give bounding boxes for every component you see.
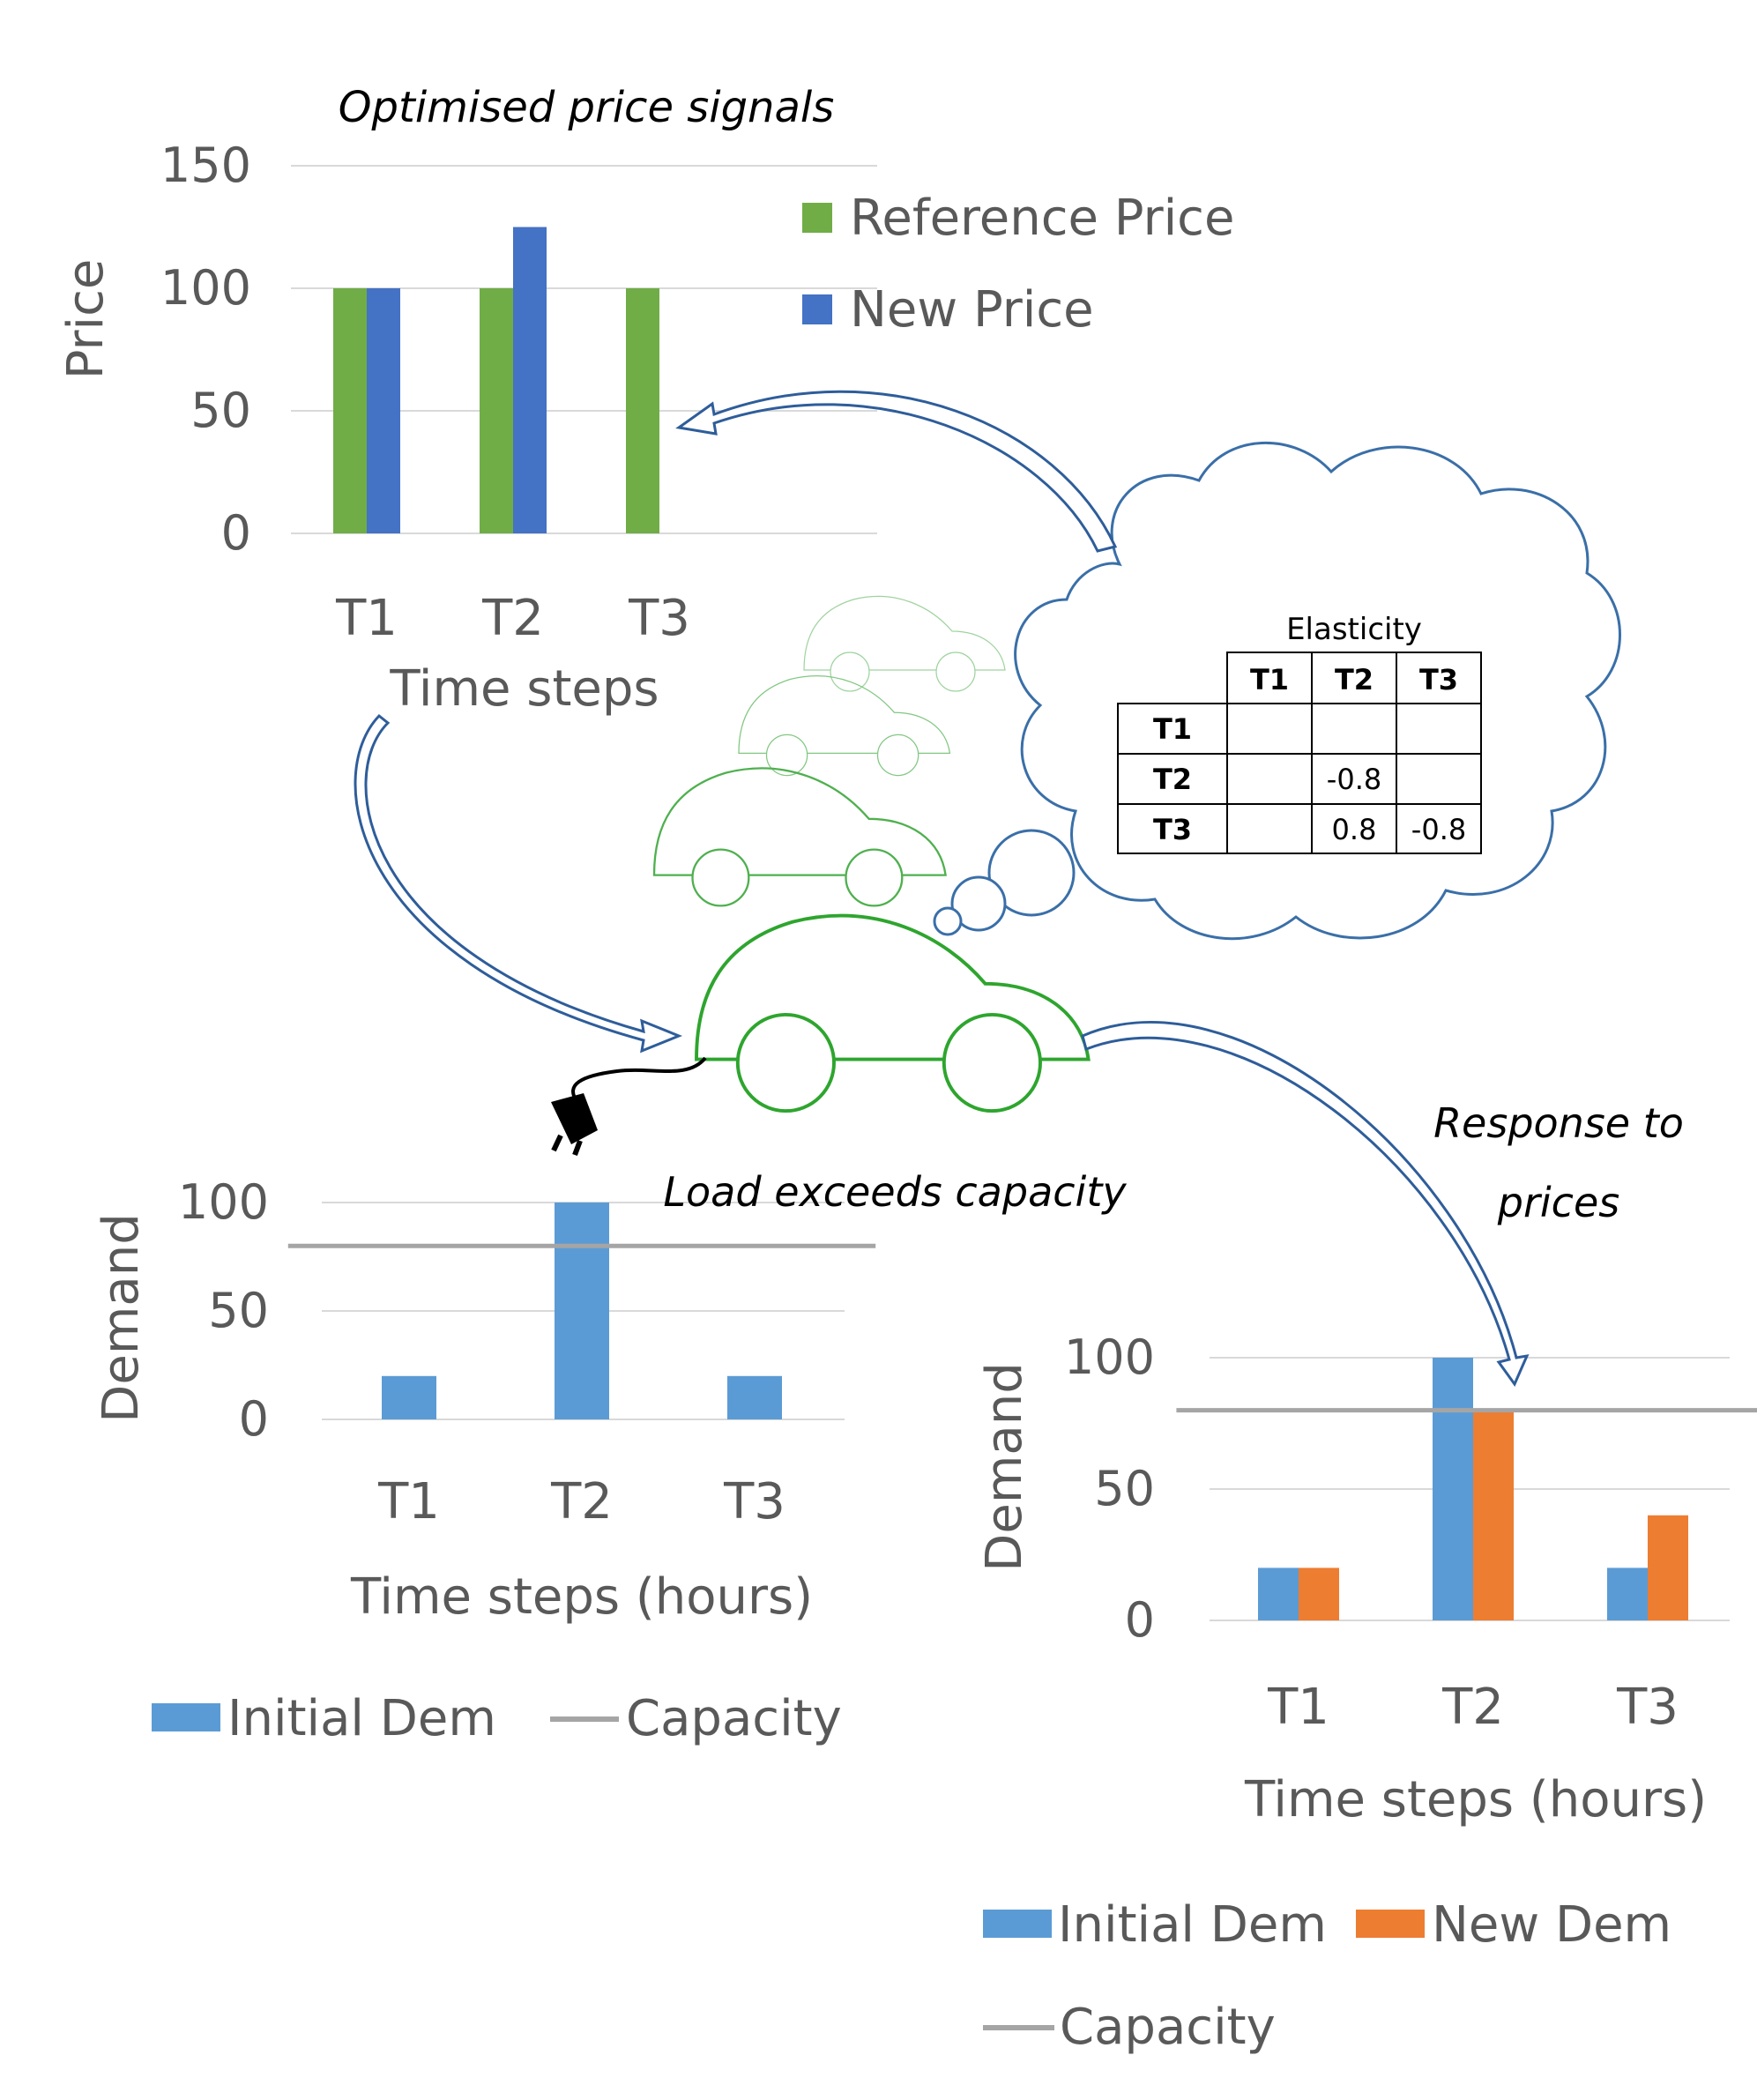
response-to-prices-annotation-line2: prices <box>1497 1179 1619 1226</box>
x-tick-label-t1: T1 <box>335 590 398 647</box>
y-tick-label-50: 50 <box>190 383 251 438</box>
y-tick-label-50: 50 <box>1094 1461 1155 1516</box>
bar-reference-price-t2 <box>480 288 513 533</box>
legend-label-new-price: New Price <box>850 281 1094 339</box>
elasticity-col-header-t3: T3 <box>1419 663 1458 696</box>
elasticity-row-header-t2: T2 <box>1153 763 1192 796</box>
elasticity-table: Elasticity T1 T2 T3 T1 T2 T3 -0.8 0.8 -0… <box>1117 612 1482 854</box>
initial-demand-chart-x-ticks: T1 T2 T3 <box>377 1473 785 1530</box>
x-tick-label-t2: T2 <box>1441 1679 1504 1736</box>
bar-initial-dem-t2 <box>1433 1358 1473 1620</box>
bar-initial-dem-t2 <box>555 1203 609 1419</box>
bar-new-dem-t3 <box>1648 1515 1688 1620</box>
y-tick-label-0: 0 <box>221 505 251 561</box>
legend-swatch-reference-price <box>802 203 832 233</box>
legend-swatch-initial-dem <box>152 1703 220 1731</box>
x-tick-label-t3: T3 <box>1616 1679 1679 1736</box>
initial-demand-chart-x-axis-label: Time steps (hours) <box>350 1568 813 1626</box>
y-tick-label-100: 100 <box>160 260 251 316</box>
price-chart-bars <box>333 227 659 533</box>
legend-label-capacity: Capacity <box>626 1690 842 1747</box>
car-icon <box>695 913 1091 1113</box>
load-exceeds-capacity-annotation: Load exceeds capacity <box>663 1168 1127 1216</box>
elasticity-col-header-t1: T1 <box>1250 663 1289 696</box>
price-chart-y-axis-label: Price <box>57 259 115 380</box>
price-chart-y-ticks: 0 50 100 150 <box>160 138 251 561</box>
x-tick-label-t3: T3 <box>723 1473 785 1530</box>
elasticity-row-header-t1: T1 <box>1153 712 1192 746</box>
car-icon-small-2 <box>738 675 951 777</box>
bar-initial-dem-t3 <box>727 1375 782 1419</box>
y-tick-label-100: 100 <box>178 1174 269 1230</box>
thought-cloud-icon <box>933 441 1621 941</box>
response-demand-chart-x-axis-label: Time steps (hours) <box>1244 1771 1707 1828</box>
elasticity-cell-t3-t2: 0.8 <box>1332 813 1377 846</box>
legend-swatch-new-price <box>802 294 832 324</box>
legend-label-initial-dem-2: Initial Dem <box>1058 1896 1327 1954</box>
price-chart: Optimised price signals 0 50 100 150 T1 T2 T3… <box>57 83 1234 718</box>
x-tick-label-t2: T2 <box>550 1473 613 1530</box>
legend-label-new-dem: New Dem <box>1432 1896 1671 1954</box>
bar-new-price-t2 <box>513 227 547 533</box>
bar-new-price-t1 <box>367 288 400 533</box>
legend-swatch-initial-dem-2 <box>983 1910 1052 1938</box>
elasticity-table-title: Elasticity <box>1286 612 1422 647</box>
curved-arrow-icon <box>354 390 1530 1388</box>
car-icon-medium <box>652 767 947 907</box>
price-chart-x-ticks: T1 T2 T3 <box>335 590 690 647</box>
arrow-car-to-response <box>1081 1021 1530 1388</box>
initial-demand-chart-bars <box>382 1203 782 1419</box>
elasticity-col-header-t2: T2 <box>1335 663 1374 696</box>
response-demand-chart-bars <box>1258 1358 1688 1620</box>
legend-label-reference-price: Reference Price <box>850 190 1234 247</box>
response-demand-chart-x-ticks: T1 T2 T3 <box>1267 1679 1679 1736</box>
x-tick-label-t1: T1 <box>1267 1679 1329 1736</box>
y-tick-label-0: 0 <box>1125 1592 1155 1648</box>
arrow-cloud-to-price <box>675 390 1118 553</box>
legend-swatch-new-dem <box>1356 1910 1425 1938</box>
elasticity-row-header-t3: T3 <box>1153 813 1192 846</box>
response-demand-chart-y-axis-label: Demand <box>976 1362 1033 1571</box>
y-tick-label-50: 50 <box>208 1283 269 1338</box>
x-tick-label-t2: T2 <box>481 590 544 647</box>
bar-initial-dem-t1 <box>382 1375 436 1419</box>
x-tick-label-t1: T1 <box>377 1473 440 1530</box>
bar-reference-price-t3 <box>626 288 659 533</box>
price-chart-x-axis-label: Time steps <box>389 660 659 718</box>
bar-new-dem-t2 <box>1473 1410 1514 1620</box>
y-tick-label-0: 0 <box>239 1391 269 1447</box>
price-chart-title: Optimised price signals <box>339 83 834 132</box>
car-icon-small-1 <box>803 595 1006 692</box>
arrow-price-to-car <box>354 713 682 1054</box>
bar-reference-price-t1 <box>333 288 367 533</box>
bar-initial-dem-t1 <box>1258 1568 1299 1620</box>
legend-label-initial-dem: Initial Dem <box>227 1690 496 1747</box>
bar-initial-dem-t3 <box>1607 1568 1648 1620</box>
legend-label-capacity-2: Capacity <box>1060 1999 1276 2056</box>
plug-icon <box>551 1056 707 1157</box>
y-tick-label-150: 150 <box>160 138 251 193</box>
initial-demand-chart-y-axis-label: Demand <box>93 1213 150 1422</box>
elasticity-cell-t2-t2: -0.8 <box>1327 763 1381 796</box>
y-tick-label-100: 100 <box>1064 1329 1155 1385</box>
response-demand-chart-y-ticks: 0 50 100 <box>1064 1329 1155 1648</box>
initial-demand-chart-y-ticks: 0 50 100 <box>178 1174 269 1447</box>
bar-new-dem-t1 <box>1299 1568 1339 1620</box>
x-tick-label-t3: T3 <box>628 590 690 647</box>
response-to-prices-annotation-line1: Response to <box>1433 1099 1684 1147</box>
elasticity-cell-t3-t3: -0.8 <box>1411 813 1466 846</box>
